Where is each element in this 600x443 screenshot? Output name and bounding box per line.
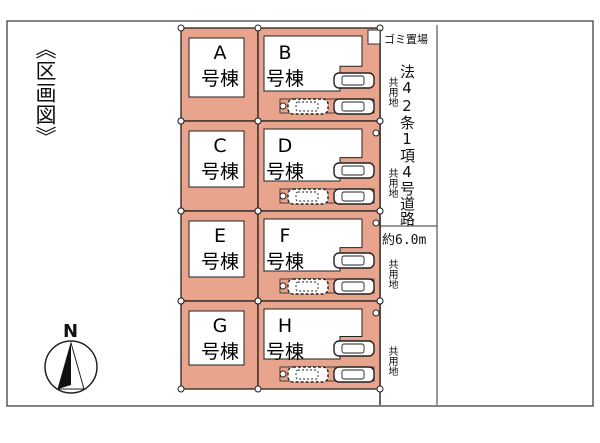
page-title: 《区画図》	[33, 38, 57, 148]
lot-letter: F	[279, 225, 291, 247]
boundary-marker	[177, 207, 185, 215]
shared-land-label-1: 共用地	[386, 77, 397, 107]
north-compass	[44, 340, 98, 394]
boundary-marker	[372, 129, 380, 137]
boundary-marker	[376, 385, 384, 393]
lot-letter: A	[213, 42, 227, 64]
lot-letter: C	[213, 135, 227, 157]
lot-building-label: 号棟	[200, 68, 239, 90]
shared-land-label-4: 共用地	[386, 346, 397, 376]
parking-space-car	[333, 340, 375, 357]
outer-frame	[6, 20, 594, 407]
compass-needle-dark	[58, 343, 71, 389]
boundary-markers	[177, 24, 384, 393]
parking-space-dashed	[287, 366, 329, 383]
lot-building-label: 号棟	[200, 161, 239, 183]
house-footprint-left	[188, 220, 245, 278]
boundary-marker	[177, 24, 185, 32]
boundary-marker	[372, 219, 380, 227]
lot-building-label: 号棟	[265, 251, 304, 273]
parking-space-dashed	[287, 278, 329, 295]
lot-letter: E	[213, 225, 226, 247]
lot-building-label: 号棟	[265, 68, 304, 90]
road-label: 法42条1項4号道路	[398, 64, 416, 226]
lot-letter: G	[212, 315, 228, 337]
lot-letter: B	[278, 42, 292, 64]
house-footprint-left	[188, 130, 245, 188]
lot-building-label: 号棟	[265, 341, 304, 363]
boundary-marker	[254, 207, 262, 215]
shared-land-label-2: 共用地	[386, 168, 397, 198]
parking-space-dashed	[287, 98, 329, 115]
lot-letter: H	[277, 315, 293, 337]
boundary-marker	[279, 370, 287, 378]
lot-building-label: 号棟	[200, 251, 239, 273]
shared-land-label-3: 共用地	[386, 259, 397, 289]
house-footprint-left	[188, 37, 245, 98]
boundary-marker	[254, 117, 262, 125]
compass-north-label: N	[63, 321, 79, 342]
parking-space-car	[333, 188, 375, 205]
boundary-marker	[279, 102, 287, 110]
lots-layer	[180, 27, 381, 390]
parking-space-dashed	[287, 188, 329, 205]
parking-space-car	[333, 278, 375, 295]
boundary-marker	[177, 297, 185, 305]
boundary-marker	[254, 24, 262, 32]
parking-space-car	[333, 98, 375, 115]
parking-space-car	[333, 72, 375, 89]
boundary-marker	[177, 385, 185, 393]
boundary-marker	[372, 309, 380, 317]
boundary-marker	[376, 297, 384, 305]
boundary-marker	[254, 297, 262, 305]
lot-building-label: 号棟	[200, 341, 239, 363]
boundary-marker	[279, 192, 287, 200]
parking-space-car	[333, 252, 375, 269]
garbage-area-label: ゴミ置場	[384, 33, 428, 46]
lot-building-label: 号棟	[265, 161, 304, 183]
boundary-marker	[254, 385, 262, 393]
garbage-area	[367, 29, 381, 45]
parking-space-car	[333, 162, 375, 179]
house-footprint-left	[188, 310, 245, 366]
road-width-label: 約6.0m	[382, 233, 427, 248]
boundary-marker	[376, 207, 384, 215]
parking-layer	[287, 72, 375, 383]
parking-space-car	[333, 366, 375, 383]
boundary-marker	[279, 282, 287, 290]
boundary-marker	[376, 117, 384, 125]
boundary-marker	[177, 117, 185, 125]
lot-letter: D	[277, 135, 293, 157]
